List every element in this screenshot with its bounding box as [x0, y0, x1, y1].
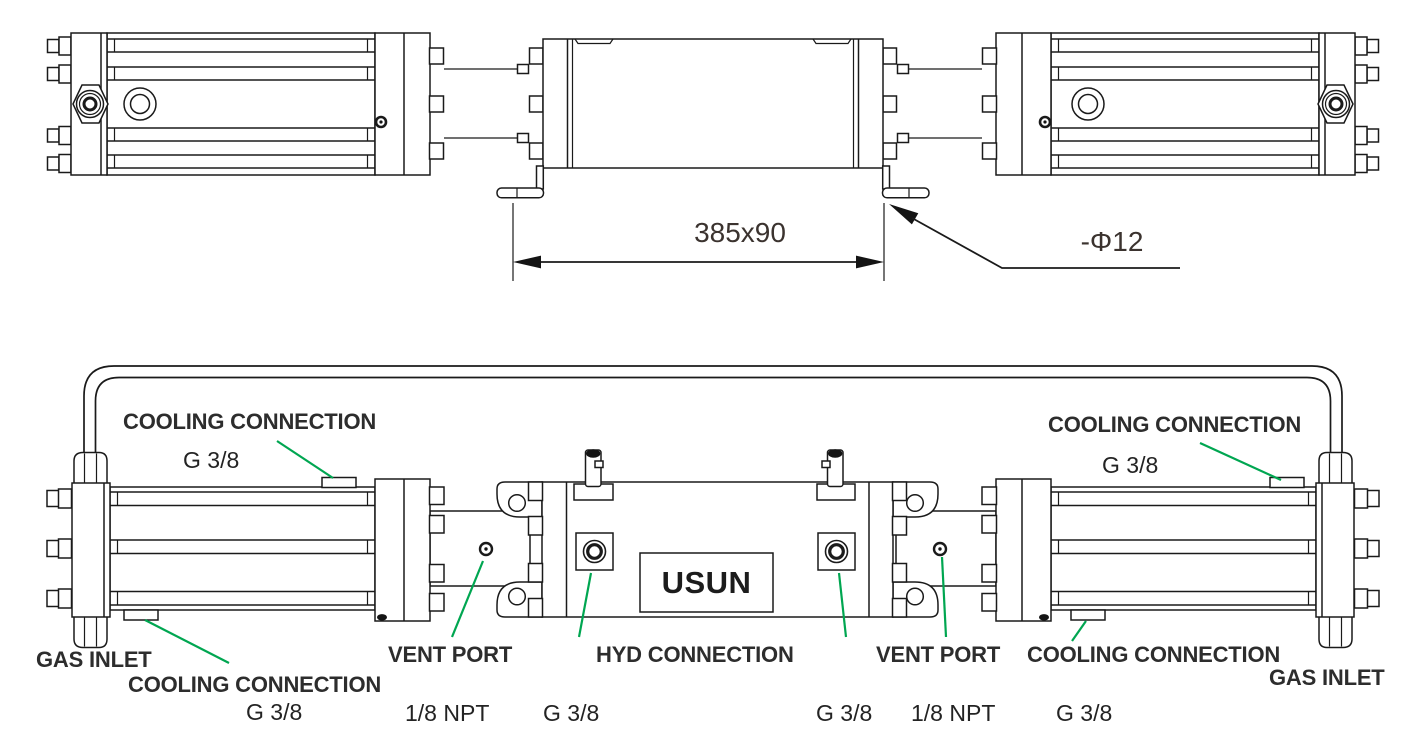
- brand-text: USUN: [661, 564, 752, 600]
- cooling-connection-top-left-label: COOLING CONNECTION: [123, 409, 377, 434]
- hyd-connection-right-size: G 3/8: [816, 700, 873, 726]
- bottom-view: [45, 365, 1381, 664]
- top-view: [46, 31, 1380, 281]
- mounting-bracket-left: [496, 165, 545, 199]
- hyd-connection-port-right: [817, 532, 856, 571]
- vent-port-left-size: 1/8 NPT: [405, 700, 490, 726]
- bleed-pin-right: [816, 449, 856, 501]
- hyd-connection-label: HYD CONNECTION: [596, 642, 794, 667]
- vent-port-left-label: VENT PORT: [388, 642, 513, 667]
- bottom-view-center-block: [496, 449, 939, 618]
- dimension-text: 385x90: [694, 217, 786, 248]
- dimension-385x90: [512, 203, 885, 281]
- cooling-connection-bottom-left-size: G 3/8: [246, 699, 303, 725]
- hole-callout-phi12: [889, 204, 1180, 269]
- mount-hole: [507, 587, 527, 606]
- cooling-connection-bottom-left-label: COOLING CONNECTION: [128, 672, 382, 697]
- brand-plate: [639, 552, 774, 613]
- gas-inlet-left-label: GAS INLET: [36, 647, 152, 672]
- leader-lines: [144, 440, 1282, 664]
- gas-inlet-right-label: GAS INLET: [1269, 665, 1385, 690]
- cooling-connection-bosses: [123, 476, 1305, 621]
- arrowhead-right-icon: [856, 255, 884, 269]
- leader-arrowhead-icon: [889, 204, 919, 225]
- bottom-view-right-cylinder: [894, 451, 1381, 649]
- top-view-left-cylinder: [46, 31, 545, 177]
- hyd-connection-left-size: G 3/8: [543, 700, 600, 726]
- vent-port-right-label: VENT PORT: [876, 642, 1001, 667]
- mount-hole: [905, 587, 925, 606]
- cooling-connection-bottom-right-size: G 3/8: [1056, 700, 1113, 726]
- mount-hole-diameter-text: -Φ12: [1080, 226, 1144, 257]
- bottom-view-left-cylinder: [45, 451, 532, 649]
- arrowhead-left-icon: [513, 255, 541, 269]
- mount-hole: [905, 493, 925, 513]
- top-view-port-circles: [123, 87, 1105, 121]
- cooling-connection-top-left-size: G 3/8: [183, 447, 240, 473]
- vent-port-right-size: 1/8 NPT: [911, 700, 996, 726]
- top-view-right-cylinder: [881, 31, 1380, 177]
- cooling-connection-top-right-label: COOLING CONNECTION: [1048, 412, 1302, 437]
- bleed-pin-left: [573, 449, 614, 501]
- hyd-connection-port-left: [575, 532, 614, 571]
- mount-hole: [507, 493, 527, 513]
- cooling-pipe: [83, 365, 1343, 457]
- cooling-connection-top-right-size: G 3/8: [1102, 452, 1159, 478]
- mounting-bracket-right: [881, 165, 930, 199]
- cooling-connection-bottom-right-label: COOLING CONNECTION: [1027, 642, 1281, 667]
- top-view-center-block: [496, 38, 930, 199]
